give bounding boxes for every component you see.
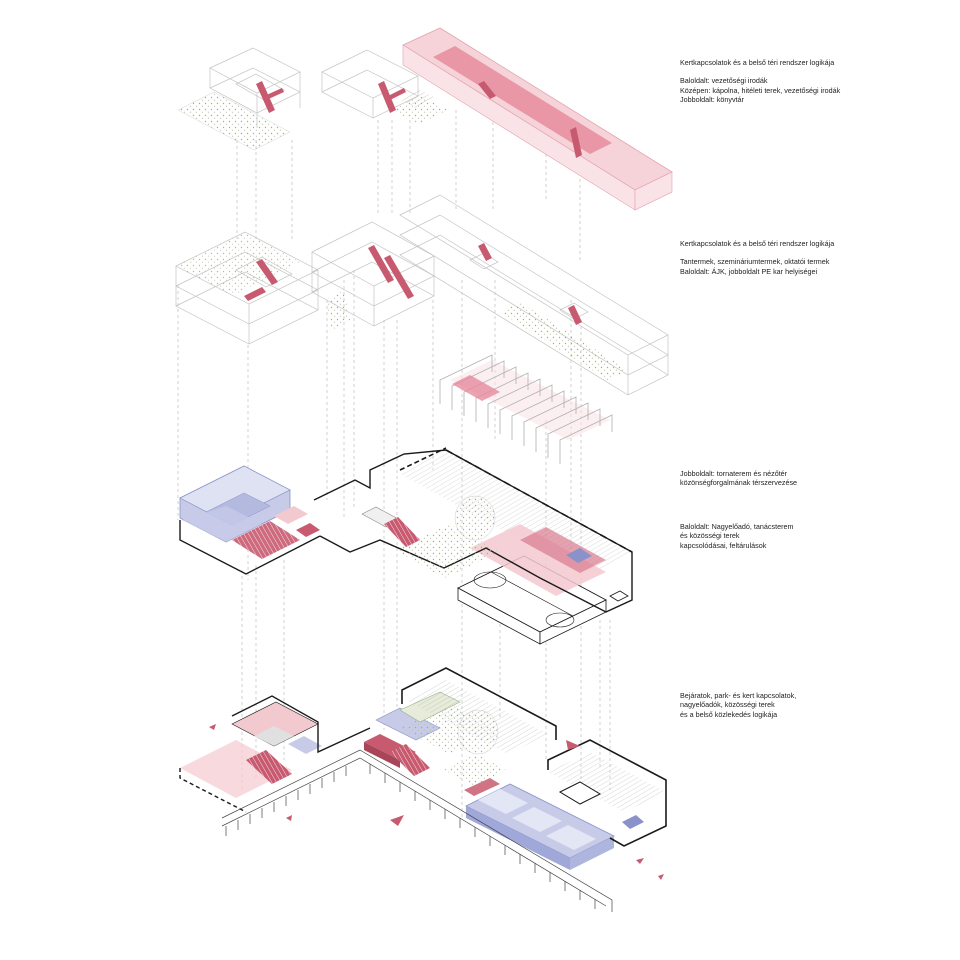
annotation-ground-line: és a belső közlekedés logikája: [680, 709, 778, 719]
annotation-roof-title: Kertkapcsolatok és a belső téri rendszer…: [680, 58, 835, 67]
annotation-roof: Kertkapcsolatok és a belső téri rendszer…: [680, 58, 950, 104]
gym-roof-frames: [439, 354, 613, 464]
annotation-roof-line: Középen: kápolna, hitéleti terek, vezető…: [680, 85, 841, 95]
annotation-ground: Bejáratok, park- és kert kapcsolatok, na…: [680, 691, 950, 719]
annotation-ground-line: Bejáratok, park- és kert kapcsolatok,: [680, 691, 797, 700]
entrance-arrows: [209, 724, 664, 880]
ground-colonnade: [221, 749, 613, 912]
upper-garden-left: [176, 232, 300, 296]
annotation-roof-line: Jobboldalt: könyvtár: [680, 94, 744, 104]
annotation-ground-line: nagyelőadók, közösségi terek: [680, 700, 775, 710]
annotation-roof-line: Baloldalt: vezetőségi irodák: [680, 76, 768, 86]
annotation-middle-line: közönségforgalmának térszervezése: [680, 478, 798, 488]
annotation-middle-line: és közösségi terek: [680, 531, 740, 541]
annotation-middle-gym: Jobboldalt: tornaterem és nézőtér közöns…: [680, 469, 950, 488]
annotation-middle-line: Jobboldalt: tornaterem és nézőtér: [680, 469, 788, 478]
annotation-upper: Kertkapcsolatok és a belső téri rendszer…: [680, 239, 950, 276]
upper-garden-right: [500, 302, 628, 380]
upper-garden-middle: [326, 290, 350, 330]
annotation-middle-line: Baloldalt: Nagyelőadó, tanácsterem: [680, 522, 794, 531]
annotation-upper-line: Tantermek, szemináriumtermek, oktatói te…: [680, 257, 830, 267]
annotation-upper-title: Kertkapcsolatok és a belső téri rendszer…: [680, 239, 835, 248]
annotation-middle-line: kapcsolódásai, feltárulások: [680, 540, 767, 550]
library-roof-skylight: [433, 46, 612, 154]
ground-left-pink-field: [180, 740, 292, 798]
annotation-middle-auditorium: Baloldalt: Nagyelőadó, tanácsterem és kö…: [680, 522, 950, 550]
ground-level: [179, 667, 667, 912]
annotation-upper-line: Baloldalt: ÁJK, jobboldalt PE kar helyis…: [680, 266, 818, 276]
upper-level: [175, 194, 669, 396]
middle-tree: [454, 495, 496, 541]
roof-hatched-middle: [400, 90, 436, 108]
roof-garden-left: [177, 91, 291, 151]
middle-level: [179, 447, 633, 645]
gym-seating: [470, 524, 606, 596]
roof-level: [177, 27, 673, 211]
